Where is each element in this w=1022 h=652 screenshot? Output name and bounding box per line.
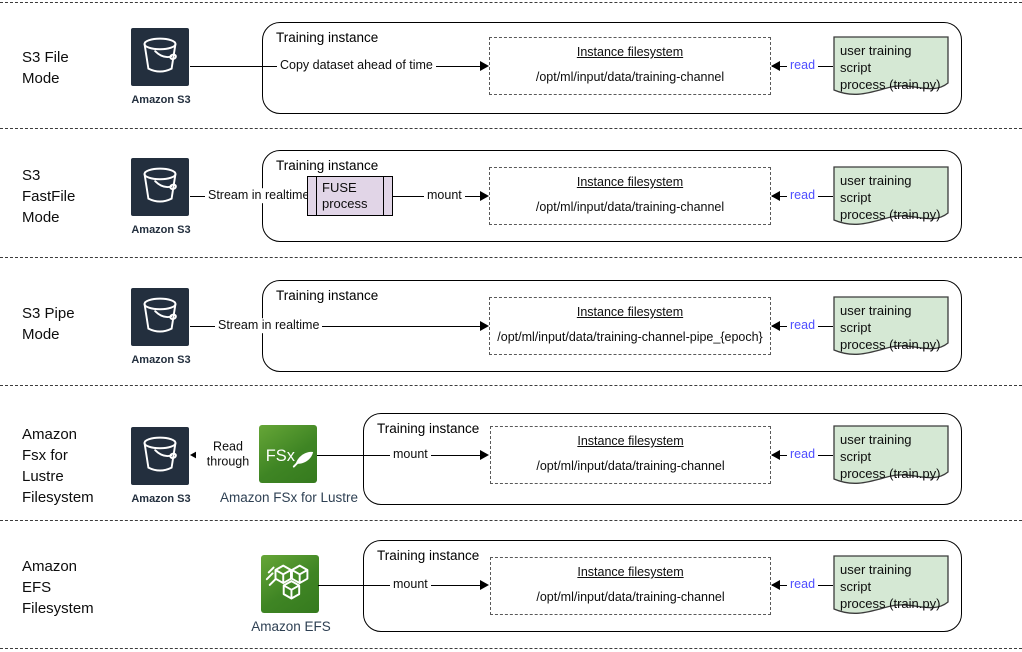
instance-filesystem-title: Instance filesystem <box>576 175 684 189</box>
instance-filesystem-title: Instance filesystem <box>576 305 684 319</box>
read-label: read <box>787 58 819 74</box>
training-instance-title: Training instance <box>276 30 379 45</box>
read-label: read <box>787 577 819 593</box>
fuse-process-label: FUSE process <box>322 180 368 211</box>
instance-filesystem-box: Instance filesystem /opt/ml/input/data/t… <box>490 557 771 615</box>
amazon-s3-caption: Amazon S3 <box>131 354 191 366</box>
script-label: user training script process (train.py) <box>840 562 941 611</box>
s3-bucket-glyph <box>143 37 177 73</box>
amazon-efs-caption: Amazon EFS <box>251 619 331 634</box>
script-label: user training script process (train.py) <box>840 432 941 481</box>
instance-filesystem-title: Instance filesystem <box>576 45 684 59</box>
instance-filesystem-title: Instance filesystem <box>577 434 684 448</box>
s3-bucket-glyph <box>143 167 177 203</box>
read-label: read <box>787 188 819 204</box>
document-shape <box>833 296 949 355</box>
fuse-process-box: FUSE process <box>307 176 393 216</box>
instance-filesystem-box: Instance filesystem /opt/ml/input/data/t… <box>489 37 771 95</box>
instance-filesystem-box: Instance filesystem /opt/ml/input/data/t… <box>490 426 771 484</box>
instance-filesystem-path: /opt/ml/input/data/training-channel <box>535 70 725 84</box>
mode-label-fsx-lustre: Amazon Fsx for Lustre Filesystem <box>22 426 94 506</box>
copy-dataset-label: Copy dataset ahead of time <box>277 58 436 74</box>
instance-filesystem-path: /opt/ml/input/data/training-channel <box>535 200 725 214</box>
s3-bucket-glyph <box>143 436 177 472</box>
document-shape <box>833 555 949 614</box>
arrowhead-left-icon <box>190 450 199 460</box>
instance-filesystem-path: /opt/ml/input/data/training-channel <box>536 590 725 604</box>
training-instance-box <box>363 413 962 505</box>
arrowhead-left-icon <box>771 61 780 71</box>
svg-text:FSx: FSx <box>266 447 296 465</box>
arrowhead-left-icon <box>771 191 780 201</box>
document-shape <box>833 36 949 95</box>
separator-line <box>0 128 1022 129</box>
separator-line <box>0 257 1022 258</box>
script-document: user training script process (train.py) <box>833 166 949 230</box>
instance-filesystem-title: Instance filesystem <box>577 565 684 579</box>
script-label: user training script process (train.py) <box>840 43 941 92</box>
arrowhead-left-icon <box>771 321 780 331</box>
training-instance-title: Training instance <box>377 548 480 563</box>
fsx-glyph: FSx <box>266 447 314 468</box>
amazon-s3-caption: Amazon S3 <box>131 94 191 106</box>
amazon-s3-icon <box>131 427 189 485</box>
arrowhead-left-icon <box>771 450 780 460</box>
arrowhead-right-icon <box>480 191 489 201</box>
amazon-s3-icon <box>131 288 189 346</box>
instance-filesystem-box: Instance filesystem /opt/ml/input/data/t… <box>489 297 771 355</box>
training-instance-title: Training instance <box>276 158 379 173</box>
separator-line <box>0 385 1022 386</box>
stream-realtime-label: Stream in realtime <box>205 188 313 204</box>
mount-label: mount <box>390 577 431 593</box>
mount-label: mount <box>424 188 465 204</box>
training-instance-title: Training instance <box>276 288 379 303</box>
mount-label: mount <box>390 447 431 463</box>
process-bar <box>316 177 317 215</box>
read-label: read <box>787 447 819 463</box>
instance-filesystem-box: Instance filesystem /opt/ml/input/data/t… <box>489 167 771 225</box>
amazon-s3-icon <box>131 28 189 86</box>
training-instance-box <box>363 540 962 632</box>
amazon-efs-icon <box>261 555 319 613</box>
stream-realtime-label: Stream in realtime <box>215 318 323 334</box>
training-instance-title: Training instance <box>377 421 480 436</box>
document-shape <box>833 166 949 225</box>
mode-label-efs: Amazon EFS Filesystem <box>22 558 94 617</box>
script-label: user training script process (train.py) <box>840 303 941 352</box>
instance-filesystem-path: /opt/ml/input/data/training-channel-pipe… <box>497 330 763 344</box>
separator-line <box>0 2 1022 3</box>
script-document: user training script process (train.py) <box>833 555 949 619</box>
amazon-s3-caption: Amazon S3 <box>131 224 191 236</box>
arrowhead-right-icon <box>480 61 489 71</box>
arrowhead-right-icon <box>480 321 489 331</box>
script-document: user training script process (train.py) <box>833 296 949 360</box>
amazon-fsx-caption: Amazon FSx for Lustre <box>219 490 359 505</box>
mode-label-s3-fastfile: S3 FastFile Mode <box>22 167 76 226</box>
s3-bucket-glyph <box>143 297 177 333</box>
training-instance-box <box>262 22 962 114</box>
read-through-label: Read through <box>196 439 260 470</box>
separator-line <box>0 520 1022 521</box>
amazon-fsx-icon: FSx <box>259 425 317 483</box>
script-label: user training script process (train.py) <box>840 173 941 222</box>
arrowhead-right-icon <box>480 580 489 590</box>
script-document: user training script process (train.py) <box>833 425 949 489</box>
process-bar <box>383 177 384 215</box>
read-label: read <box>787 318 819 334</box>
efs-cubes-glyph <box>265 564 309 600</box>
stream-arrow-line <box>190 326 480 327</box>
document-shape <box>833 425 949 484</box>
mode-label-s3-file: S3 File Mode <box>22 49 69 87</box>
instance-filesystem-path: /opt/ml/input/data/training-channel <box>536 459 725 473</box>
arrowhead-right-icon <box>480 450 489 460</box>
amazon-s3-caption: Amazon S3 <box>131 493 191 505</box>
separator-line <box>0 648 1022 649</box>
amazon-s3-icon <box>131 158 189 216</box>
arrowhead-left-icon <box>771 580 780 590</box>
mode-label-s3-pipe: S3 Pipe Mode <box>22 305 75 343</box>
script-document: user training script process (train.py) <box>833 36 949 100</box>
